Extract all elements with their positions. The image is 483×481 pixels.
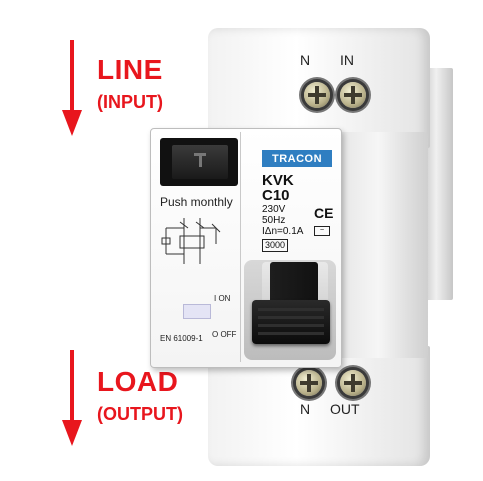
rating-text: C10 (262, 187, 290, 204)
push-monthly-text: Push monthly (160, 195, 233, 209)
load-down-arrow-icon (62, 350, 82, 446)
test-button[interactable] (172, 145, 228, 179)
line-down-arrow-icon (62, 40, 82, 136)
top-in-screw-icon[interactable] (340, 82, 366, 108)
bottom-n-label: N (300, 401, 311, 417)
side-panel (338, 132, 428, 358)
breaking-capacity-box: 3000 (262, 239, 289, 252)
off-label: O OFF (212, 330, 237, 339)
front-divider (240, 132, 241, 362)
bottom-out-label: OUT (330, 401, 360, 417)
toggle-lever[interactable] (252, 300, 330, 344)
frequency-text: 50Hz (262, 215, 286, 226)
line-label: LINE (97, 54, 163, 85)
leakage-text: IΔn=0.1A (262, 226, 304, 237)
load-sub-label: (OUTPUT) (97, 404, 183, 424)
bottom-n-screw-icon[interactable] (296, 370, 322, 396)
circuit-schematic-icon (161, 218, 221, 264)
model-text: KVK (262, 172, 294, 189)
bottom-out-screw-icon[interactable] (340, 370, 366, 396)
top-in-label: IN (340, 52, 354, 68)
load-label: LOAD (97, 366, 179, 397)
brand-badge: TRACON (262, 150, 332, 167)
standard-label: EN 61009-1 (160, 334, 203, 343)
top-n-screw-icon[interactable] (304, 82, 330, 108)
status-indicator-window (183, 304, 211, 319)
line-sub-label: (INPUT) (97, 92, 163, 112)
on-label: I ON (214, 294, 231, 303)
ce-mark: CE (314, 205, 334, 221)
top-n-label: N (300, 52, 311, 68)
waveform-symbol-icon: ~ (314, 226, 330, 236)
voltage-text: 230V (262, 204, 286, 215)
